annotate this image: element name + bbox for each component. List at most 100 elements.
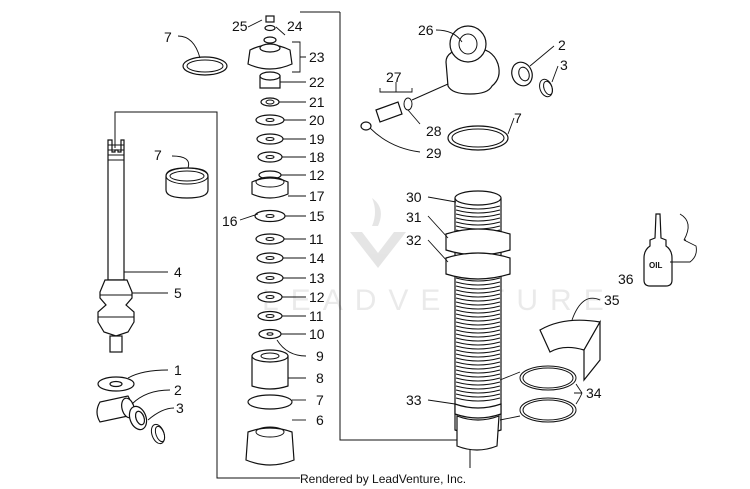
part-7-wear-band — [165, 167, 209, 199]
callout-6: 6 — [316, 412, 324, 428]
part-5-bumper — [97, 279, 135, 337]
part-28-valve — [375, 101, 403, 123]
shaft-assembly — [96, 56, 228, 445]
part-21-nut — [260, 97, 280, 107]
callout-21: 21 — [309, 94, 325, 110]
callout-36: 36 — [618, 271, 634, 287]
part-15-shim — [254, 209, 286, 223]
callout-27: 27 — [386, 69, 402, 85]
leader-lines — [124, 19, 697, 421]
part-7-o-ring-lower — [247, 394, 293, 410]
callout-3-left: 3 — [176, 400, 184, 416]
part-11-shim-lower — [257, 310, 283, 322]
thread-line — [455, 369, 501, 374]
callout-2-right: 2 — [558, 37, 566, 53]
thread-line — [455, 365, 501, 370]
part-33-body-bottom — [454, 403, 502, 419]
thread-line — [455, 301, 501, 306]
callout-16: 16 — [222, 213, 238, 229]
part-11-shim-upper — [255, 233, 285, 245]
callout-7-right: 7 — [514, 110, 522, 126]
callout-13: 13 — [309, 270, 325, 286]
callout-32: 32 — [406, 232, 422, 248]
thread-line — [455, 349, 501, 354]
callout-31: 31 — [406, 209, 422, 225]
callout-5: 5 — [174, 285, 182, 301]
part-25-screw — [265, 15, 275, 23]
callout-35: 35 — [604, 292, 620, 308]
part-2-bearing-right — [511, 61, 533, 87]
thread-line — [455, 213, 501, 218]
thread-line — [455, 329, 501, 334]
callout-17: 17 — [309, 188, 325, 204]
thread-line — [455, 205, 501, 210]
callout-25: 25 — [232, 18, 248, 34]
group-frame-lines — [114, 11, 471, 479]
thread-line — [455, 389, 501, 394]
callout-7-lower: 7 — [316, 392, 324, 408]
thread-line — [455, 377, 501, 382]
callout-24: 24 — [287, 18, 303, 34]
thread-line — [455, 297, 501, 302]
watermark: LEADVENTURE — [262, 198, 616, 317]
thread-line — [455, 277, 501, 282]
callout-1: 1 — [174, 362, 182, 378]
part-14-shim — [256, 252, 284, 264]
callout-30: 30 — [406, 189, 422, 205]
part-31-preload-ring — [445, 228, 511, 256]
thread-line — [455, 317, 501, 322]
callout-2-left: 2 — [174, 382, 182, 398]
thread-line — [455, 345, 501, 350]
thread-line — [455, 309, 501, 314]
body-assembly: OIL — [360, 25, 673, 451]
callout-29: 29 — [426, 145, 442, 161]
part-4-shaft — [107, 139, 125, 281]
thread-line — [455, 209, 501, 214]
thread-line — [455, 333, 501, 338]
thread-line — [455, 281, 501, 286]
part-34-clip-upper — [519, 365, 577, 391]
callout-34: 34 — [586, 385, 602, 401]
callout-11-lower: 11 — [309, 308, 324, 324]
callouts: 7 25 24 23 22 21 20 19 18 12 7 17 16 15 … — [154, 18, 634, 428]
part-36-oil-bottle — [643, 213, 673, 287]
callout-9: 9 — [316, 348, 324, 364]
part-32-lock-ring — [445, 252, 511, 280]
callout-7: 7 — [164, 29, 172, 45]
thread-line — [455, 361, 501, 366]
part-17-piston — [251, 177, 289, 199]
callout-10: 10 — [309, 326, 325, 342]
callout-20: 20 — [309, 112, 325, 128]
thread-line — [455, 397, 501, 402]
callout-12-upper: 12 — [309, 167, 325, 183]
thread-lines — [455, 205, 501, 402]
watermark-logo-icon — [350, 198, 406, 268]
thread-line — [455, 221, 501, 226]
part-8-spacer — [251, 355, 289, 390]
valve-stack — [245, 15, 295, 466]
part-13-shim — [256, 272, 284, 284]
part-19-shim — [256, 133, 284, 145]
callout-4: 4 — [174, 264, 182, 280]
callout-14: 14 — [309, 250, 325, 266]
part-7-o-ring-right — [447, 125, 509, 151]
oil-bottle-label: OIL — [649, 261, 662, 270]
thread-line — [455, 325, 501, 330]
thread-line — [455, 289, 501, 294]
part-29-screw — [360, 121, 372, 131]
watermark-text: LEADVENTURE — [262, 284, 616, 317]
thread-line — [455, 285, 501, 290]
callout-33: 33 — [406, 392, 422, 408]
callout-12-lower: 12 — [309, 289, 325, 305]
callout-18: 18 — [309, 149, 325, 165]
thread-line — [455, 357, 501, 362]
callout-15: 15 — [309, 208, 325, 224]
part-12-shim-lower — [257, 291, 283, 303]
thread-line — [455, 217, 501, 222]
thread-line — [455, 373, 501, 378]
render-credit: Rendered by LeadVenture, Inc. — [300, 472, 467, 486]
thread-line — [455, 337, 501, 342]
callout-23: 23 — [309, 49, 325, 65]
callout-8: 8 — [316, 370, 324, 386]
